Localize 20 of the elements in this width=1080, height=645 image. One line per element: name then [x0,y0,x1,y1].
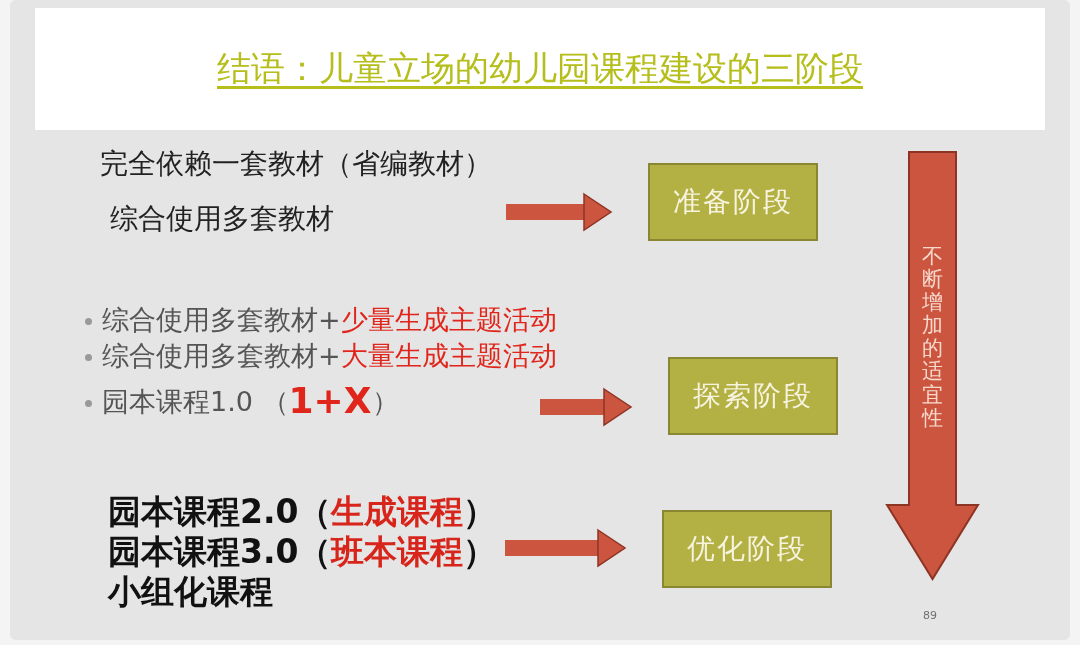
text-line: 园本课程2.0（生成课程） [108,491,497,533]
stage-label: 优化阶段 [687,531,807,567]
page-number: 89 [923,609,937,622]
text-line: 小组化课程 [108,571,273,613]
stage-label: 准备阶段 [673,184,793,220]
bullet-item: 综合使用多套教材+大量生成主题活动 [85,338,557,374]
block-arrow [505,529,626,567]
text-line: 园本课程3.0（班本课程） [108,531,497,573]
stage-box [668,357,838,435]
text-line: 完全依赖一套教材（省编教材） [100,146,492,182]
stage-label: 探索阶段 [693,378,813,414]
arrow-label: 不断增加的适宜性 [922,245,943,430]
block-arrow [506,193,612,231]
block-arrow [540,388,632,426]
bullet-item: 园本课程1.0 （1+X） [85,378,399,420]
stage-box [662,510,832,588]
text-line: 综合使用多套教材 [110,201,334,237]
title: 结语：儿童立场的幼儿园课程建设的三阶段 [217,47,863,90]
stage-box [648,163,818,241]
bullet-item: 综合使用多套教材+少量生成主题活动 [85,302,557,338]
